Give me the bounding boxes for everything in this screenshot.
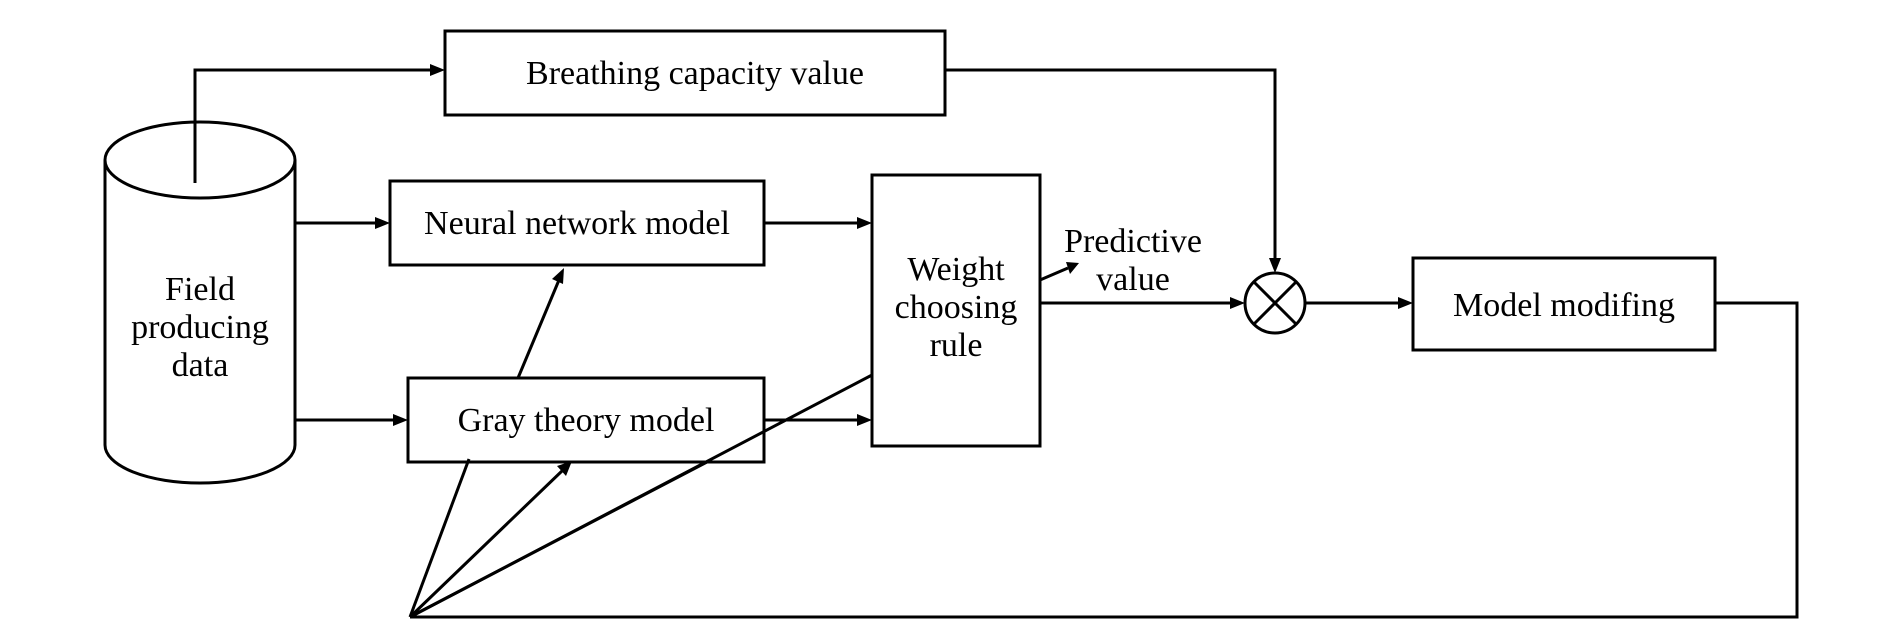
weight-rule-label-line2: choosing xyxy=(895,289,1018,326)
arrow-data-to-breathing xyxy=(193,68,433,183)
model-modifing-box: Model modifing xyxy=(1411,256,1717,352)
model-modifing-label: Model modifing xyxy=(1453,287,1675,324)
weight-rule-label-line3: rule xyxy=(930,327,983,364)
predictive-label-line2: value xyxy=(1096,261,1170,298)
gray-theory-box: Gray theory model xyxy=(406,376,766,464)
arrow-gray-to-neural xyxy=(516,279,561,379)
predictive-label-line1: Predictive xyxy=(1064,223,1202,260)
field-data-cylinder: Field producing data xyxy=(103,120,297,485)
gray-theory-label: Gray theory model xyxy=(458,402,715,439)
feedback-to-neural xyxy=(408,458,471,618)
arrow-breathing-to-comparator xyxy=(945,68,1277,261)
connector-lines xyxy=(193,64,1799,619)
breathing-capacity-box: Breathing capacity value xyxy=(443,29,947,117)
neural-network-label: Neural network model xyxy=(424,205,730,242)
feedback-line xyxy=(410,301,1799,619)
multiply-circle-icon xyxy=(1243,271,1307,335)
arrow-weight-to-predictive xyxy=(1039,266,1069,282)
neural-network-box: Neural network model xyxy=(388,179,766,267)
feedback-to-weight-high xyxy=(409,373,873,619)
weight-rule-box: Weight choosing rule xyxy=(870,173,1042,448)
feedback-to-gray xyxy=(408,468,565,619)
field-data-label-line1: Field xyxy=(165,271,235,308)
weight-rule-label-line1: Weight xyxy=(907,251,1005,288)
field-data-label-line3: data xyxy=(172,347,229,384)
field-data-label-line2: producing xyxy=(131,309,269,346)
breathing-capacity-label: Breathing capacity value xyxy=(526,55,864,92)
